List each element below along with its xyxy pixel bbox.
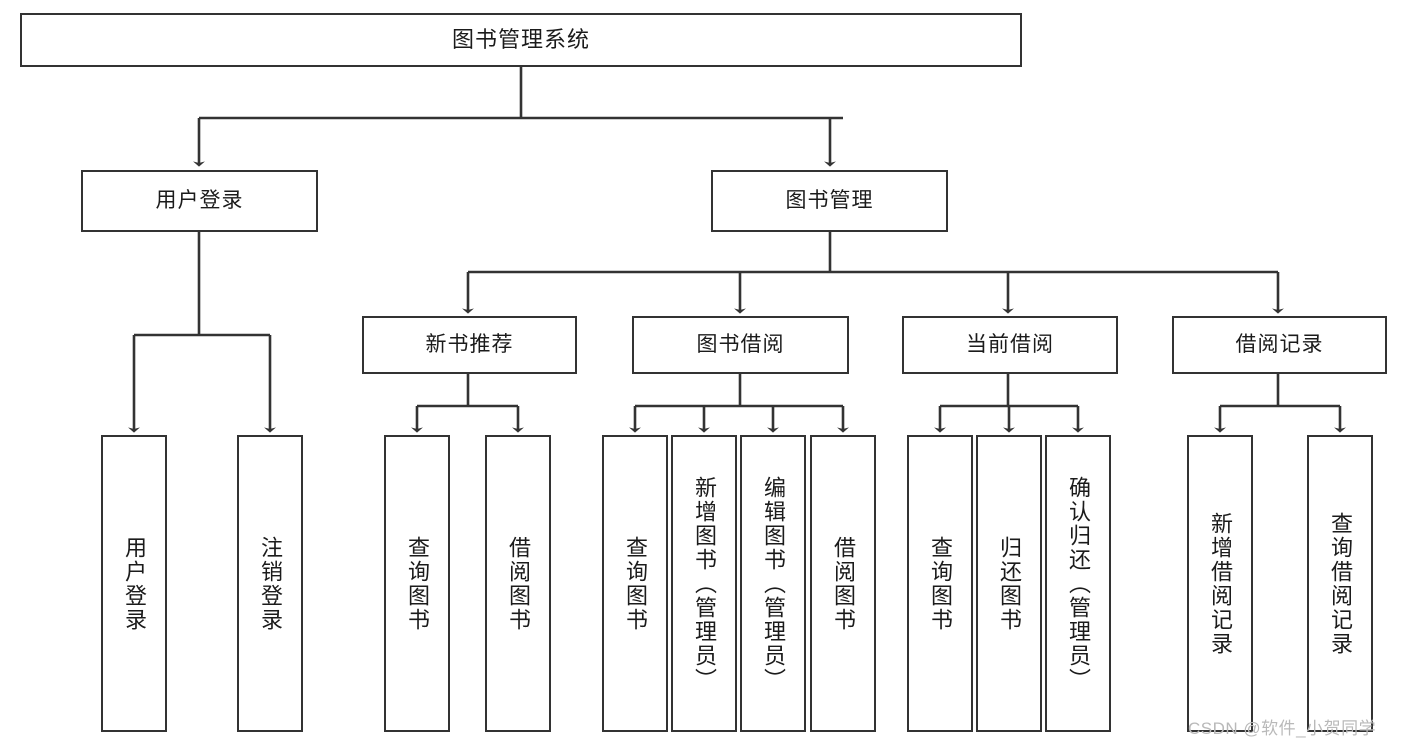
- node-new-book-recommend[interactable]: 新书推荐: [362, 316, 577, 374]
- node-borrow-record[interactable]: 借阅记录: [1172, 316, 1387, 374]
- node-leaf-query-book-2-label: 查询图书: [622, 535, 648, 632]
- node-user-login-label: 用户登录: [155, 189, 244, 213]
- node-leaf-confirm-return-label: 确认归还（管理员）: [1065, 475, 1091, 692]
- node-leaf-add-record-label: 新增借阅记录: [1207, 511, 1233, 656]
- node-leaf-borrow-book-1[interactable]: 借阅图书: [485, 435, 551, 732]
- node-leaf-add-book-label: 新增图书（管理员）: [691, 475, 717, 692]
- node-leaf-logout-login-label: 注销登录: [257, 535, 283, 632]
- node-leaf-edit-book-label: 编辑图书（管理员）: [760, 475, 786, 692]
- node-leaf-add-book[interactable]: 新增图书（管理员）: [671, 435, 737, 732]
- node-leaf-query-book-3-label: 查询图书: [927, 535, 953, 632]
- node-leaf-borrow-book-2-label: 借阅图书: [830, 535, 856, 632]
- node-leaf-edit-book[interactable]: 编辑图书（管理员）: [740, 435, 806, 732]
- node-leaf-borrow-book-2[interactable]: 借阅图书: [810, 435, 876, 732]
- node-leaf-query-book-1-label: 查询图书: [404, 535, 430, 632]
- node-leaf-query-book-2[interactable]: 查询图书: [602, 435, 668, 732]
- watermark: CSDN @软件_小贺同学: [1188, 719, 1377, 738]
- node-root[interactable]: 图书管理系统: [20, 13, 1022, 67]
- node-new-book-recommend-label: 新书推荐: [425, 333, 514, 357]
- node-leaf-return-book[interactable]: 归还图书: [976, 435, 1042, 732]
- node-borrow-record-label: 借阅记录: [1235, 333, 1324, 357]
- node-leaf-query-book-1[interactable]: 查询图书: [384, 435, 450, 732]
- node-leaf-query-record-label: 查询借阅记录: [1327, 511, 1353, 656]
- node-leaf-return-book-label: 归还图书: [996, 535, 1022, 632]
- node-leaf-add-record[interactable]: 新增借阅记录: [1187, 435, 1253, 732]
- node-user-login[interactable]: 用户登录: [81, 170, 318, 232]
- node-current-borrow-label: 当前借阅: [966, 333, 1054, 357]
- node-book-borrow-label: 图书借阅: [696, 333, 785, 357]
- node-root-label: 图书管理系统: [451, 26, 590, 52]
- node-book-manage-label: 图书管理: [785, 189, 874, 213]
- node-leaf-borrow-book-1-label: 借阅图书: [505, 535, 531, 632]
- node-leaf-query-record[interactable]: 查询借阅记录: [1307, 435, 1373, 732]
- node-book-borrow[interactable]: 图书借阅: [632, 316, 849, 374]
- node-leaf-user-login[interactable]: 用户登录: [101, 435, 167, 732]
- node-current-borrow[interactable]: 当前借阅: [902, 316, 1118, 374]
- node-book-manage[interactable]: 图书管理: [711, 170, 948, 232]
- node-leaf-query-book-3[interactable]: 查询图书: [907, 435, 973, 732]
- node-leaf-logout-login[interactable]: 注销登录: [237, 435, 303, 732]
- node-leaf-user-login-label: 用户登录: [121, 535, 147, 632]
- node-leaf-confirm-return[interactable]: 确认归还（管理员）: [1045, 435, 1111, 732]
